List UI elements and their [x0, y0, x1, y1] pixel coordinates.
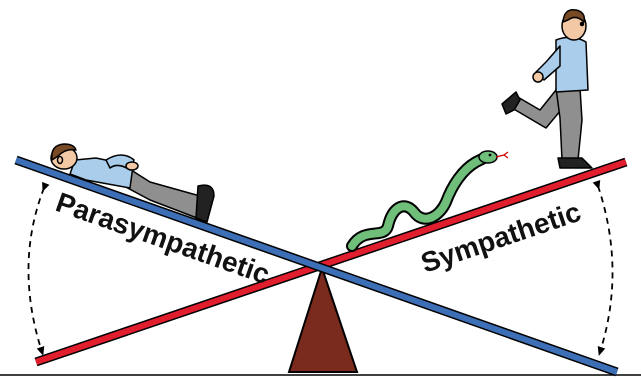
balance-arc-arrow-icon	[598, 186, 613, 352]
fulcrum-icon	[289, 268, 357, 372]
balance-arc-arrow-icon	[28, 188, 44, 352]
running-man-icon	[502, 10, 592, 168]
